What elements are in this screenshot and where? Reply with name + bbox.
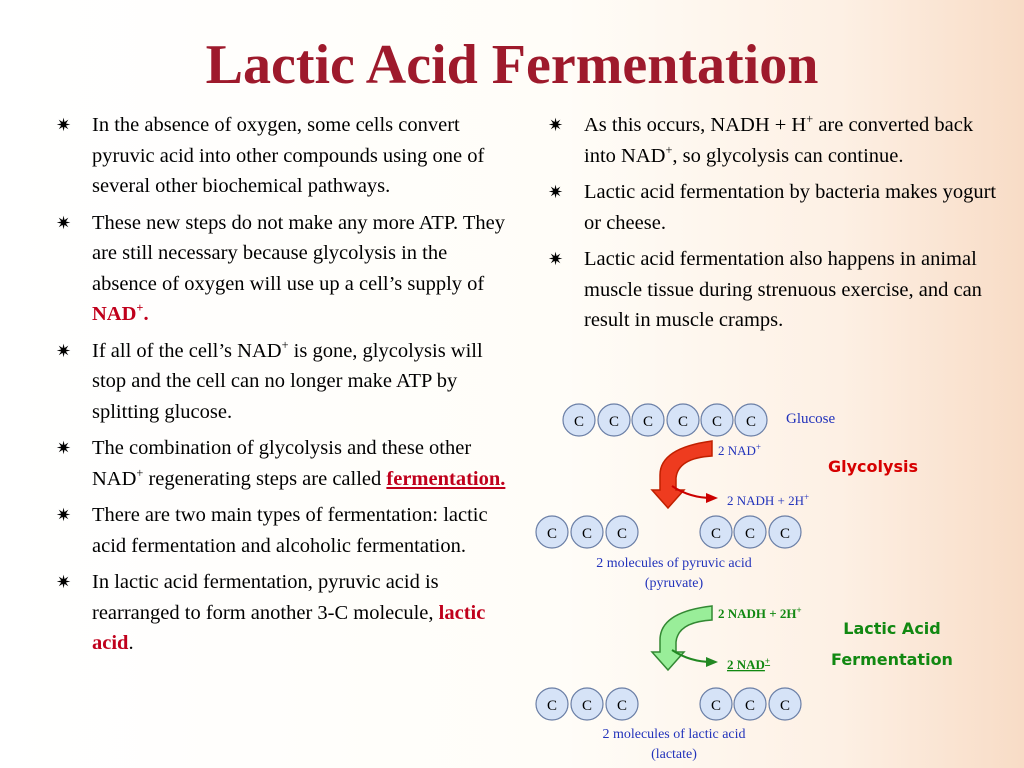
carbon-label: C xyxy=(574,414,584,430)
glucose-molecule: C C C C C C xyxy=(562,403,768,437)
glycolysis-label: Glycolysis xyxy=(828,457,918,476)
pyruvic-acid-label: 2 molecules of pyruvic acid xyxy=(596,556,752,571)
carbon-atom xyxy=(734,403,768,437)
bullet-item: ✷In lactic acid fermentation, pyruvic ac… xyxy=(56,567,506,659)
fermentation-term: fermentation. xyxy=(386,467,506,490)
carbon-label: C xyxy=(745,526,755,542)
carbon-atom xyxy=(666,403,700,437)
carbon-label: C xyxy=(678,414,688,430)
bullet-item: ✷As this occurs, NADH + H+ are converted… xyxy=(548,110,1008,171)
carbon-atom xyxy=(700,403,734,437)
carbon-label: C xyxy=(643,414,653,430)
carbon-atom xyxy=(699,687,733,721)
carbon-atom xyxy=(535,515,569,549)
carbon-atom xyxy=(733,515,767,549)
bullet-star-icon: ✷ xyxy=(548,115,564,135)
bullet-star-icon: ✷ xyxy=(548,182,564,202)
nadh-input-label: 2 NADH + 2H+ xyxy=(718,605,802,621)
glucose-label: Glucose xyxy=(786,411,835,427)
bullet-item: ✷Lactic acid fermentation by bacteria ma… xyxy=(548,177,1008,238)
bullet-star-icon: ✷ xyxy=(56,115,72,135)
bullet-star-icon: ✷ xyxy=(56,438,72,458)
bullet-star-icon: ✷ xyxy=(56,505,72,525)
carbon-label: C xyxy=(711,698,721,714)
nad-highlight: NAD+. xyxy=(92,301,149,325)
carbon-atom xyxy=(562,403,596,437)
slide-title: Lactic Acid Fermentation xyxy=(205,34,819,96)
carbon-label: C xyxy=(780,526,790,542)
carbon-label: C xyxy=(547,526,557,542)
pyruvate-label: (pyruvate) xyxy=(645,576,704,591)
carbon-label: C xyxy=(780,698,790,714)
carbon-atom xyxy=(535,687,569,721)
carbon-atom xyxy=(699,515,733,549)
carbon-atom xyxy=(768,515,802,549)
bullet-star-icon: ✷ xyxy=(548,249,564,269)
bullet-item: ✷There are two main types of fermentatio… xyxy=(56,500,506,561)
bullet-star-icon: ✷ xyxy=(56,212,72,233)
bullet-item: ✷Lactic acid fermentation also happens i… xyxy=(548,244,1008,336)
carbon-atom xyxy=(570,515,604,549)
right-bullet-list: ✷As this occurs, NADH + H+ are converted… xyxy=(548,110,1008,342)
bullet-item: ✷If all of the cell’s NAD+ is gone, glyc… xyxy=(56,336,506,428)
carbon-atom xyxy=(768,687,802,721)
carbon-atom xyxy=(733,687,767,721)
carbon-label: C xyxy=(582,526,592,542)
nadh-output-label: 2 NADH + 2H+ xyxy=(727,492,809,508)
left-bullet-list: ✷In the absence of oxygen, some cells co… xyxy=(56,110,506,665)
lactic-acid-term: lactic acid xyxy=(92,601,486,655)
bullet-item: ✷In the absence of oxygen, some cells co… xyxy=(56,110,506,202)
carbon-label: C xyxy=(617,698,627,714)
carbon-label: C xyxy=(609,414,619,430)
carbon-label: C xyxy=(617,526,627,542)
carbon-atom xyxy=(605,515,639,549)
pyruvic-acid-molecules: C C C C C C xyxy=(535,515,802,549)
carbon-atom xyxy=(631,403,665,437)
carbon-label: C xyxy=(712,414,722,430)
carbon-atom xyxy=(570,687,604,721)
carbon-label: C xyxy=(745,698,755,714)
bullet-star-icon: ✷ xyxy=(56,572,72,592)
lactic-acid-label: Lactic Acid xyxy=(843,619,940,638)
lactic-acid-molecules-label: 2 molecules of lactic acid xyxy=(602,727,745,742)
bullet-item: ✷These new steps do not make any more AT… xyxy=(56,208,506,330)
glycolysis-arrow xyxy=(650,440,713,510)
carbon-label: C xyxy=(547,698,557,714)
lactate-label: (lactate) xyxy=(651,747,697,762)
bullet-star-icon: ✷ xyxy=(56,340,72,361)
bullet-item: ✷The combination of glycolysis and these… xyxy=(56,433,506,494)
carbon-label: C xyxy=(582,698,592,714)
carbon-label: C xyxy=(711,526,721,542)
carbon-label: C xyxy=(746,414,756,430)
lactic-fermentation-arrow xyxy=(650,605,713,672)
carbon-atom xyxy=(605,687,639,721)
nad-output-label: 2 NAD+ xyxy=(727,656,770,672)
lactic-acid-molecules: C C C C C C xyxy=(535,687,802,721)
fermentation-label: Fermentation xyxy=(831,650,953,669)
nad-input-label: 2 NAD+ xyxy=(718,442,761,458)
carbon-atom xyxy=(597,403,631,437)
